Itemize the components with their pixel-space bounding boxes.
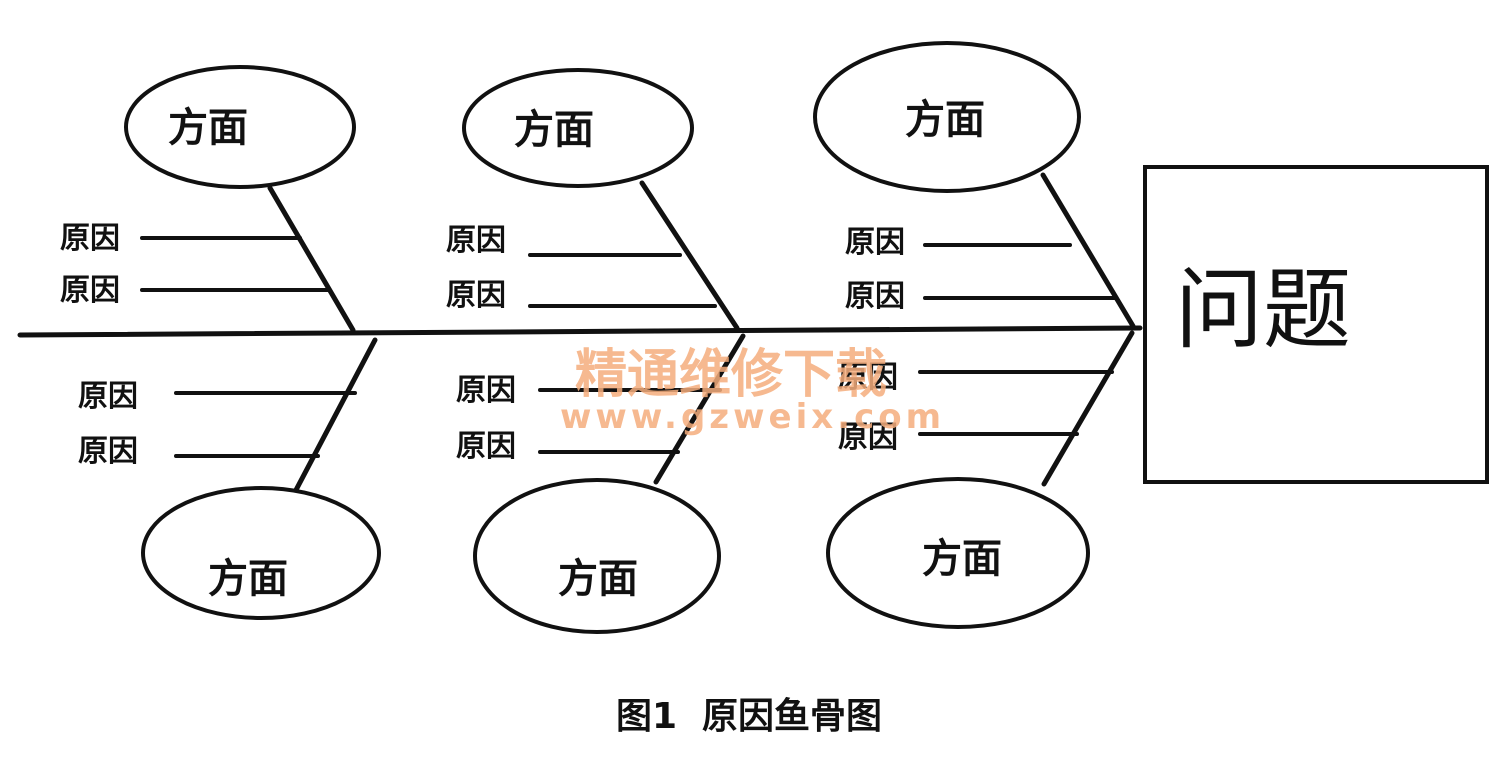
- cause-label-bottom-1-a: 原因: [78, 379, 138, 414]
- aspect-label-bottom-2: 方面: [558, 556, 638, 602]
- aspect-label-top-3: 方面: [905, 97, 985, 143]
- bone-top-1: [267, 185, 356, 333]
- figure-caption: 图1 原因鱼骨图: [616, 696, 882, 737]
- problem-rect: [1143, 165, 1489, 484]
- branch-bottom-3: 方面 原因 原因: [826, 330, 1135, 629]
- cause-label-bottom-2-b: 原因: [456, 429, 516, 464]
- cause-label-top-2-b: 原因: [446, 278, 506, 313]
- bone-bottom-1: [293, 337, 378, 493]
- branch-top-2: 方面 原因 原因: [446, 68, 740, 331]
- bone-bottom-3: [1041, 330, 1135, 487]
- aspect-ellipse-top-1: [124, 65, 356, 189]
- aspect-label-bottom-1: 方面: [208, 556, 288, 602]
- aspect-ellipse-top-2: [462, 68, 694, 188]
- main-spine: [17, 325, 1143, 338]
- branch-bottom-2: 方面 原因 原因: [456, 333, 746, 634]
- branch-bottom-1: 方面 原因 原因: [78, 337, 381, 620]
- bone-top-2: [639, 180, 740, 331]
- problem-box: 问题: [1143, 165, 1489, 484]
- aspect-ellipse-bottom-1: [141, 486, 381, 620]
- problem-label: 问题: [1175, 258, 1351, 361]
- watermark: 精通维修下载 www.gzweix.com: [560, 345, 945, 437]
- cause-label-top-1-a: 原因: [60, 221, 120, 256]
- cause-label-bottom-3-b: 原因: [838, 420, 898, 455]
- cause-label-top-2-a: 原因: [446, 223, 506, 258]
- cause-label-bottom-3-a: 原因: [838, 360, 898, 395]
- aspect-ellipse-bottom-3: [826, 477, 1090, 629]
- cause-label-top-3-a: 原因: [845, 225, 905, 260]
- aspect-label-top-2: 方面: [514, 107, 594, 153]
- aspect-ellipse-bottom-2: [473, 478, 721, 634]
- branch-top-1: 方面 原因 原因: [60, 65, 356, 333]
- cause-label-bottom-2-a: 原因: [456, 373, 516, 408]
- aspect-label-top-1: 方面: [168, 105, 248, 151]
- watermark-site-url: www.gzweix.com: [560, 397, 945, 437]
- watermark-site-name: 精通维修下载: [575, 345, 887, 405]
- bone-top-3: [1040, 172, 1136, 329]
- bone-bottom-2: [653, 333, 746, 485]
- branch-top-3: 方面 原因 原因: [813, 41, 1136, 329]
- aspect-ellipse-top-3: [813, 41, 1081, 193]
- cause-label-top-1-b: 原因: [60, 273, 120, 308]
- cause-label-bottom-1-b: 原因: [78, 434, 138, 469]
- aspect-label-bottom-3: 方面: [922, 536, 1002, 582]
- cause-label-top-3-b: 原因: [845, 279, 905, 314]
